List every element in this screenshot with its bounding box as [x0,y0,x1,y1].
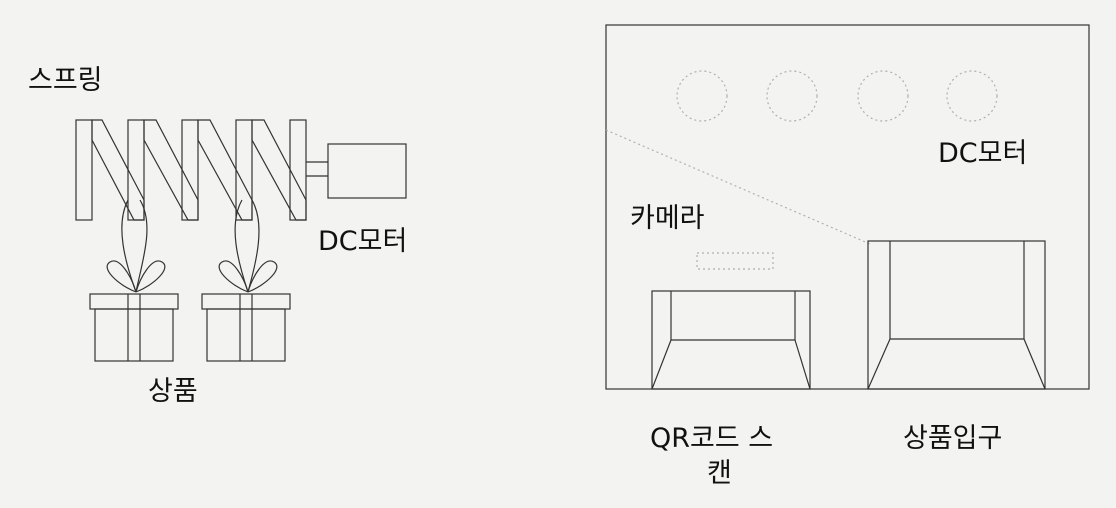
left-dc-motor [306,143,407,199]
qr-scan-label-line1: QR코드 스 [650,423,774,454]
product-entrance-slot [867,240,1046,390]
qr-scan-slot [651,290,811,390]
product-entrance-label: 상품입구 [903,423,1003,454]
product-box-1 [89,260,179,362]
camera-label: 카메라 [630,203,705,234]
motor-circles [605,70,998,270]
product-box-2 [201,260,291,362]
qr-scan-label-line2: 캔 [707,458,732,489]
product-label: 상품 [148,376,198,407]
machine-frame [605,24,1090,390]
spring-label: 스프링 [28,65,103,96]
right-motor-label: DC모터 [938,138,1028,169]
left-motor-label: DC모터 [318,226,408,257]
spring-coil [75,119,307,221]
